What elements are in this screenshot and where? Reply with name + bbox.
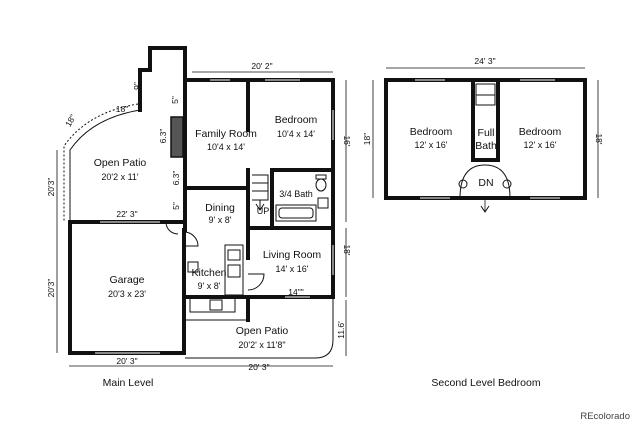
- main-level-plan: Family Room 10'4 x 14' Bedroom 10'4 x 14…: [46, 46, 352, 389]
- dim-arc-18: 18": [63, 113, 78, 129]
- dim-six-three-b: 6.3": [171, 171, 181, 186]
- dim-left-20-3: 20'3": [46, 178, 56, 197]
- bedroom-label: Bedroom: [275, 114, 318, 126]
- dim-fourteen: 14"": [288, 287, 304, 297]
- dining-label: Dining: [205, 202, 235, 214]
- dim-right-16: 16': [342, 135, 352, 146]
- main-level-walls: [68, 46, 335, 355]
- full-bath-label-b: Bath: [475, 140, 497, 152]
- living-room-size: 14' x 16': [276, 264, 309, 274]
- dim-second-right: 18': [594, 133, 604, 144]
- dim-second-top: 24' 3": [474, 56, 495, 66]
- dim-five-mid: 5": [171, 202, 181, 210]
- open-patio-top-label: Open Patio: [94, 157, 147, 169]
- dim-five-top: 5": [170, 96, 180, 104]
- stairs-up-label: UP: [257, 206, 270, 216]
- living-room-label: Living Room: [263, 249, 322, 261]
- brand-watermark: REcolorado: [580, 411, 630, 422]
- second-bedroom-left-size: 12' x 16': [415, 140, 448, 150]
- dim-eighteen: 18": [116, 104, 128, 114]
- dim-right-18: 18': [342, 244, 352, 255]
- kitchen-fixtures: [187, 244, 244, 313]
- dim-six-three-a: 6.3": [158, 129, 168, 144]
- second-bedroom-right-size: 12' x 16': [524, 140, 557, 150]
- second-bedroom-left-label: Bedroom: [410, 126, 453, 138]
- open-patio-bottom-size: 20'2' x 11'8": [238, 340, 285, 350]
- kitchen-size: 9' x 8': [198, 281, 221, 291]
- dim-patio-width: 22' 3": [116, 209, 137, 219]
- bedroom-size: 10'4 x 14': [277, 129, 315, 139]
- main-level-dimension-lines: [56, 71, 347, 367]
- full-bath-label-a: Full: [478, 127, 495, 139]
- garage-size: 20'3 x 23': [108, 289, 146, 299]
- dim-top-width: 20' 2": [251, 61, 272, 71]
- second-bedroom-right-label: Bedroom: [519, 126, 562, 138]
- kitchen-label: Kitchen: [191, 267, 226, 279]
- garage-label: Garage: [109, 274, 144, 286]
- stairs-down-label: DN: [478, 177, 493, 189]
- open-patio-top-size: 20'2 x 11': [101, 172, 139, 182]
- dining-size: 9' x 8': [209, 215, 232, 225]
- dim-right-11-6: 11.6': [336, 321, 346, 339]
- bath-label: 3/4 Bath: [279, 189, 313, 199]
- dim-bottom-patio: 20' 3": [248, 362, 269, 372]
- family-room-size: 10'4 x 14': [207, 142, 245, 152]
- second-level-plan: 24' 3" 18" 18' Bedroom 12' x 16' Full Ba…: [362, 56, 604, 389]
- main-stairs: [252, 174, 269, 211]
- second-level-caption: Second Level Bedroom: [431, 377, 540, 389]
- dim-left-garage: 20'3": [46, 279, 56, 298]
- dim-second-left: 18": [362, 133, 372, 145]
- dim-nine: 9": [132, 82, 142, 90]
- main-level-caption: Main Level: [103, 377, 154, 389]
- dim-bottom-garage: 20' 3": [116, 356, 137, 366]
- patio-arc-outline: [69, 109, 141, 222]
- open-patio-bottom-label: Open Patio: [236, 325, 289, 337]
- family-room-label: Family Room: [195, 128, 257, 140]
